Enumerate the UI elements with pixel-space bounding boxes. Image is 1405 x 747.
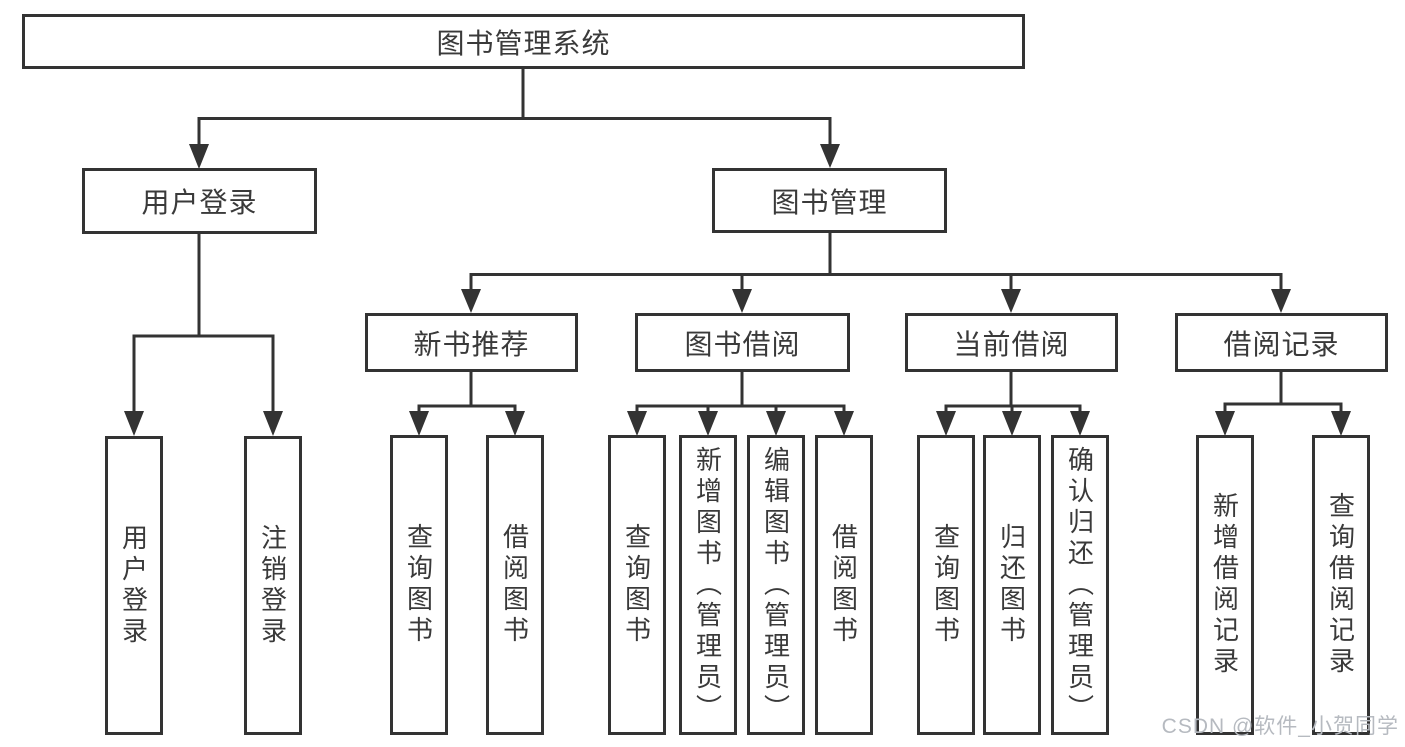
leaf-logout: 注销登录 <box>244 436 302 735</box>
node-new-book-recommendation: 新书推荐 <box>365 313 578 372</box>
leaf-query-books-recommend: 查询图书 <box>390 435 448 735</box>
leaf-add-book-admin: 新增图书（管理员） <box>679 435 737 735</box>
node-library-management-system: 图书管理系统 <box>22 14 1025 69</box>
leaf-confirm-return-admin: 确认归还（管理员） <box>1051 435 1109 735</box>
leaf-borrow-books-borrow: 借阅图书 <box>815 435 873 735</box>
connector-paths <box>132 67 1343 412</box>
leaf-query-books-current: 查询图书 <box>917 435 975 735</box>
leaf-add-borrow-record: 新增借阅记录 <box>1196 435 1254 735</box>
arrowheads <box>124 144 1351 436</box>
leaf-user-login: 用户登录 <box>105 436 163 735</box>
leaf-query-borrow-record: 查询借阅记录 <box>1312 435 1370 735</box>
watermark: CSDN @软件_小贺同学 <box>1161 715 1399 738</box>
leaf-query-books-borrow: 查询图书 <box>608 435 666 735</box>
node-user-login: 用户登录 <box>82 168 317 234</box>
node-book-management: 图书管理 <box>712 168 947 233</box>
node-book-borrowing: 图书借阅 <box>635 313 850 372</box>
leaf-edit-book-admin: 编辑图书（管理员） <box>747 435 805 735</box>
leaf-return-books: 归还图书 <box>983 435 1041 735</box>
node-current-borrowing: 当前借阅 <box>905 313 1118 372</box>
leaf-borrow-books-recommend: 借阅图书 <box>486 435 544 735</box>
node-borrowing-records: 借阅记录 <box>1175 313 1388 372</box>
